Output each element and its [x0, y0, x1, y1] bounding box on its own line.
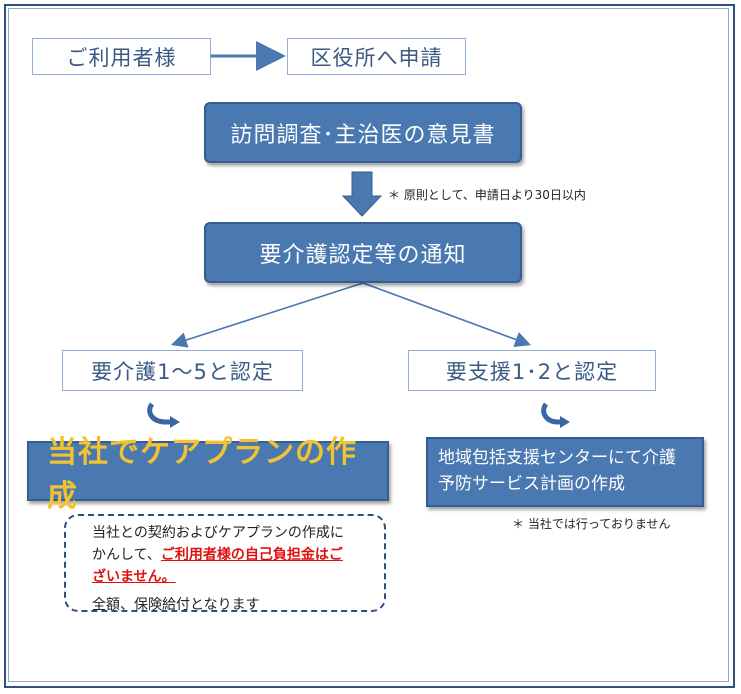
outer-frame	[4, 4, 735, 688]
arrow-survey-to-notice	[341, 171, 383, 217]
curve-arrow-support	[541, 402, 562, 425]
user-box: ご利用者様	[32, 38, 211, 75]
callout-line-2-red: ご利用者様の自己負担金はご	[160, 547, 343, 563]
care-plan-box: 当社でケアプランの作成	[27, 435, 389, 514]
callout-box: 当社との契約およびケアプランの作成に かんして、ご利用者様の自己負担金はご ざい…	[64, 514, 386, 613]
arrow-notice-to-support	[362, 282, 532, 348]
support-level-box: 要支援1･2と認定	[408, 350, 656, 391]
notice-box: 要介護認定等の通知	[204, 222, 522, 283]
survey-box: 訪問調査･主治医の意見書	[204, 102, 522, 163]
curve-arrow-support-head	[560, 416, 570, 428]
support-center-line-1: 地域包括支援センターにて介護	[438, 448, 676, 468]
note-not-done: ＊ 当社では行っておりません	[512, 517, 671, 531]
curve-arrow-care-head	[170, 416, 180, 428]
apply-box: 区役所へ申請	[287, 38, 466, 75]
callout-line-3-red: ざいません。	[92, 569, 176, 585]
callout-line-2: かんして、ご利用者様の自己負担金はご	[92, 544, 374, 566]
callout-line-2-prefix: かんして、	[92, 547, 161, 563]
care-level-box: 要介護1～5と認定	[62, 350, 303, 391]
callout-line-3: ざいません。	[92, 566, 374, 588]
support-center-line-2: 予防サービス計画の作成	[438, 474, 625, 494]
support-center-box: 地域包括支援センターにて介護 予防サービス計画の作成	[426, 437, 704, 507]
callout-line-1: 当社との契約およびケアプランの作成に	[92, 525, 344, 541]
callout-line-4: 全額、保険給付となります	[92, 597, 260, 613]
curve-arrow-care	[147, 402, 172, 425]
note-30-days: ＊ 原則として、申請日より30日以内	[388, 188, 586, 202]
arrow-notice-to-care	[170, 282, 364, 348]
inner-frame	[8, 8, 729, 682]
